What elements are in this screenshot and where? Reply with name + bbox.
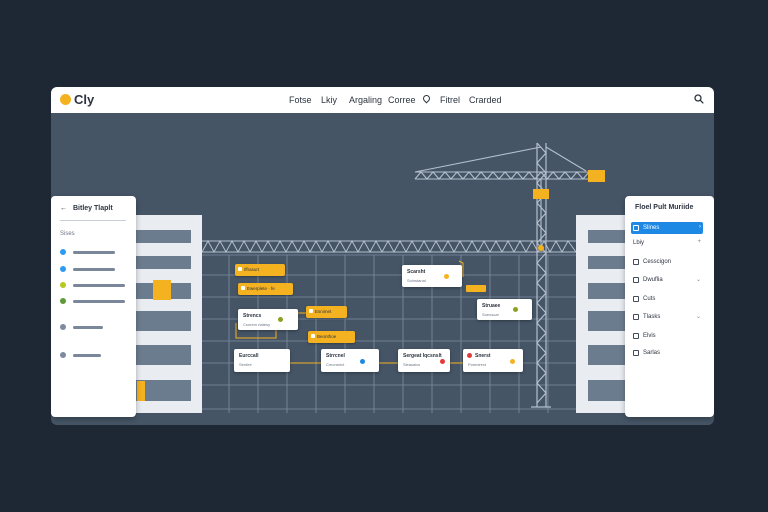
nav-item-1[interactable]: Fotse [289,95,312,105]
crane-mast [531,142,551,408]
menu-item-2[interactable]: Lbiy + [633,239,701,246]
task-card[interactable]: Strrcnel Cmonstrct [321,349,379,372]
construction-canvas[interactable]: Iffrasurt Ewerplete · fe Esnimet Beontho… [51,113,714,425]
task-tag[interactable]: Beonthoe [308,331,355,343]
task-tag[interactable]: Ewerplete · fe [238,283,293,295]
item-icon [633,350,639,356]
crane-counterweight [588,170,605,182]
task-card[interactable]: Sergeat Iqcsnslt Sleasalcs [398,349,450,372]
task-card[interactable]: Strencs Csorem rtatesy [238,309,298,330]
chevron-right-icon: › [699,224,701,230]
tag-icon [311,334,315,338]
arrow-left-icon[interactable]: ← [60,205,67,212]
scaffold-grid [202,254,576,413]
divider [60,220,126,221]
location-pin-icon[interactable] [421,93,432,104]
list-item[interactable] [73,251,115,254]
task-card[interactable]: Eurccall Senfee [234,349,290,372]
list-item-icon[interactable] [60,298,66,304]
building-floor [588,345,628,365]
building-floor [133,256,191,269]
task-card[interactable]: Scarsht Solnstanal [402,265,462,287]
tag-icon [309,309,313,313]
nav-item-5[interactable]: Fitrel [440,95,460,105]
item-icon [633,225,639,231]
item-icon [633,333,639,339]
list-item[interactable] [73,284,125,287]
search-icon[interactable] [694,94,704,104]
menu-item-8[interactable]: Sarlas [631,347,703,359]
building-floor [133,380,191,401]
status-dot [467,353,472,358]
list-item-icon[interactable] [60,249,66,255]
building-floor [133,311,191,331]
tag-icon [238,267,242,271]
menu-item-4[interactable]: Dwuflia ⌄ [631,274,703,286]
right-panel-title: Floel Pult Muriide [635,204,694,211]
building-floor [588,283,628,299]
task-card[interactable]: Snerst Pomnirect [463,349,523,372]
item-icon [633,314,639,320]
status-dot [444,274,449,279]
top-navigation-bar: Cly Fotse Lkiy Argaling Corree Fitrel Cr… [51,87,714,113]
menu-item-3[interactable]: Cesscigon [631,256,703,268]
logo-icon [60,94,71,105]
status-dot [278,317,283,322]
menu-item-7[interactable]: Elvis [631,330,703,342]
tag-icon [241,286,245,290]
status-dot [440,359,445,364]
list-item-icon[interactable] [60,324,66,330]
truss-beam [201,239,577,254]
list-item-icon[interactable] [60,352,66,358]
small-tag[interactable] [466,285,486,292]
list-item[interactable] [73,268,115,271]
status-dot [513,307,518,312]
menu-item-5[interactable]: Cuts [631,293,703,305]
status-dot [510,359,515,364]
task-tag[interactable]: Iffrasurt [235,264,285,276]
building-floor [133,230,191,243]
status-dot [360,359,365,364]
menu-item-1[interactable]: Slines › [631,222,703,234]
task-tag[interactable]: Esnimet [306,306,347,318]
crane-jib [414,146,599,247]
crane-cab [533,189,549,199]
left-panel-title: Bitley Tlaplt [73,205,113,212]
list-item[interactable] [73,326,103,329]
chevron-down-icon: ⌄ [695,277,701,283]
item-icon [633,277,639,283]
building-floor [588,311,628,331]
crane-hook [538,245,544,251]
nav-item-3[interactable]: Argaling [349,95,383,105]
left-sidebar-panel: ← Bitley Tlaplt Sises [51,196,136,417]
task-card[interactable]: Struaee Soeoscar [477,299,532,320]
list-item[interactable] [73,354,101,357]
nav-item-2[interactable]: Lkiy [321,95,338,105]
building-floor [588,256,628,269]
building-floor [588,230,628,243]
right-sidebar-panel: Floel Pult Muriide Slines › Lbiy + Cessc… [625,196,714,417]
section-label: Sises [60,231,75,237]
accent-block [153,280,171,300]
plus-icon: + [697,239,701,245]
chevron-down-icon: ⌄ [695,314,701,320]
item-icon [633,259,639,265]
list-item[interactable] [73,300,125,303]
building-floor [588,380,628,401]
nav-item-4[interactable]: Corree [388,95,416,105]
list-item-icon[interactable] [60,266,66,272]
list-item-icon[interactable] [60,282,66,288]
nav-item-6[interactable]: Crarded [469,95,502,105]
scaffold-and-crane [201,142,605,413]
accent-block [137,381,145,401]
menu-item-6[interactable]: Tlasks ⌄ [631,311,703,323]
app-logo[interactable]: Cly [74,92,95,107]
building-floor [133,345,191,365]
app-window: Cly Fotse Lkiy Argaling Corree Fitrel Cr… [51,87,714,425]
item-icon [633,296,639,302]
